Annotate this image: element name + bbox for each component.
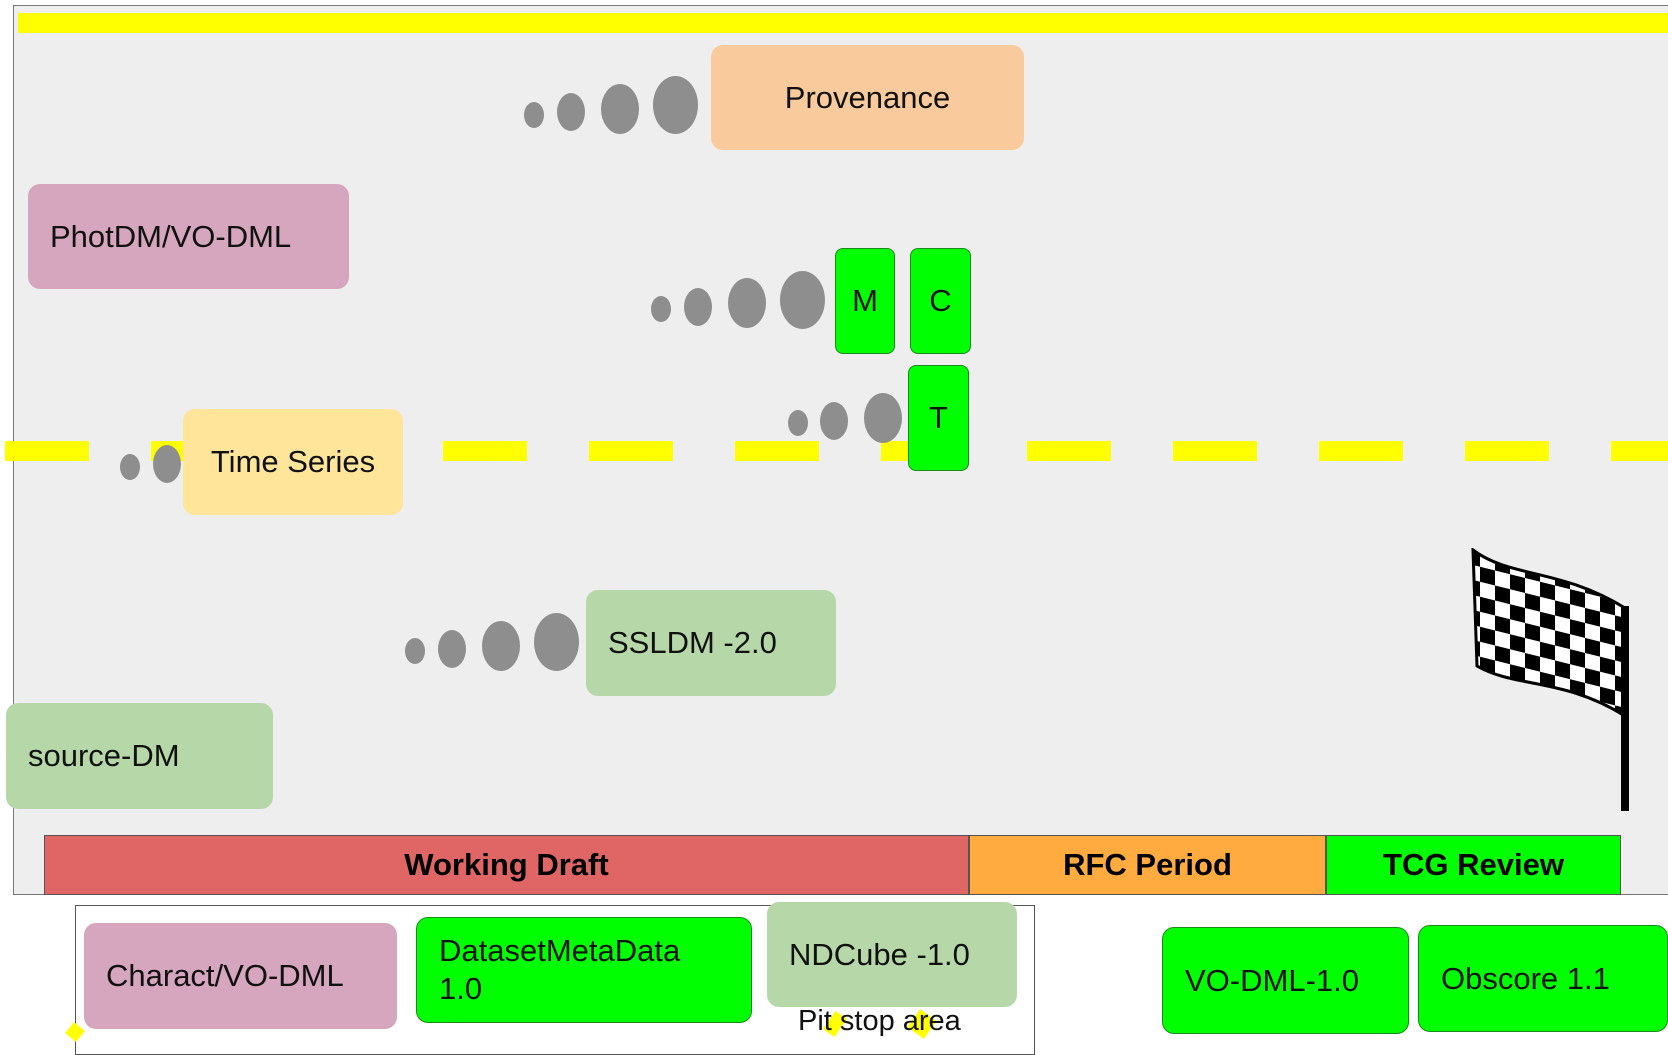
top-lane-line (18, 13, 1668, 33)
charact-box: Charact/VO-DML (84, 923, 397, 1029)
motion-dot (788, 410, 808, 436)
motion-dot (864, 393, 902, 443)
phase-rfc: RFC Period (969, 835, 1326, 895)
motion-dot (120, 454, 140, 480)
motion-dot (684, 288, 712, 326)
photdm-box: PhotDM/VO-DML (28, 184, 349, 289)
center-lane-line (5, 441, 1668, 461)
meas-box: M (835, 248, 895, 354)
transform-box: T (908, 365, 969, 471)
pit-stop-lane-marks (60, 1005, 960, 1042)
motion-dot (653, 76, 698, 134)
provenance-box: Provenance (711, 45, 1024, 150)
motion-dot (780, 271, 825, 329)
motion-dot (534, 613, 579, 671)
motion-dot (601, 84, 639, 134)
pit-stop-label: Pit stop area (798, 1005, 961, 1037)
motion-dot (728, 278, 766, 328)
motion-dot (153, 445, 181, 483)
motion-dot (438, 630, 466, 668)
datasetmeta-box: DatasetMetaData 1.0 (416, 917, 752, 1023)
checkered-flag-icon (1465, 546, 1635, 813)
motion-dot (482, 621, 520, 671)
phase-working-draft: Working Draft (44, 835, 969, 895)
timeseries-box: Time Series (183, 409, 403, 515)
ndcube-box: NDCube -1.0 (767, 902, 1017, 1007)
ssldm-box: SSLDM -2.0 (586, 590, 836, 696)
phase-tcg-review: TCG Review (1326, 835, 1621, 895)
obscore-box: Obscore 1.1 (1418, 925, 1668, 1032)
sourcedm-box: source-DM (6, 703, 273, 809)
vodml-box: VO-DML-1.0 (1162, 927, 1409, 1034)
motion-dot (820, 402, 848, 440)
motion-dot (557, 93, 585, 131)
motion-dot (651, 296, 671, 322)
motion-dot (405, 638, 425, 664)
motion-dot (524, 102, 544, 128)
coords-box: C (910, 248, 971, 354)
